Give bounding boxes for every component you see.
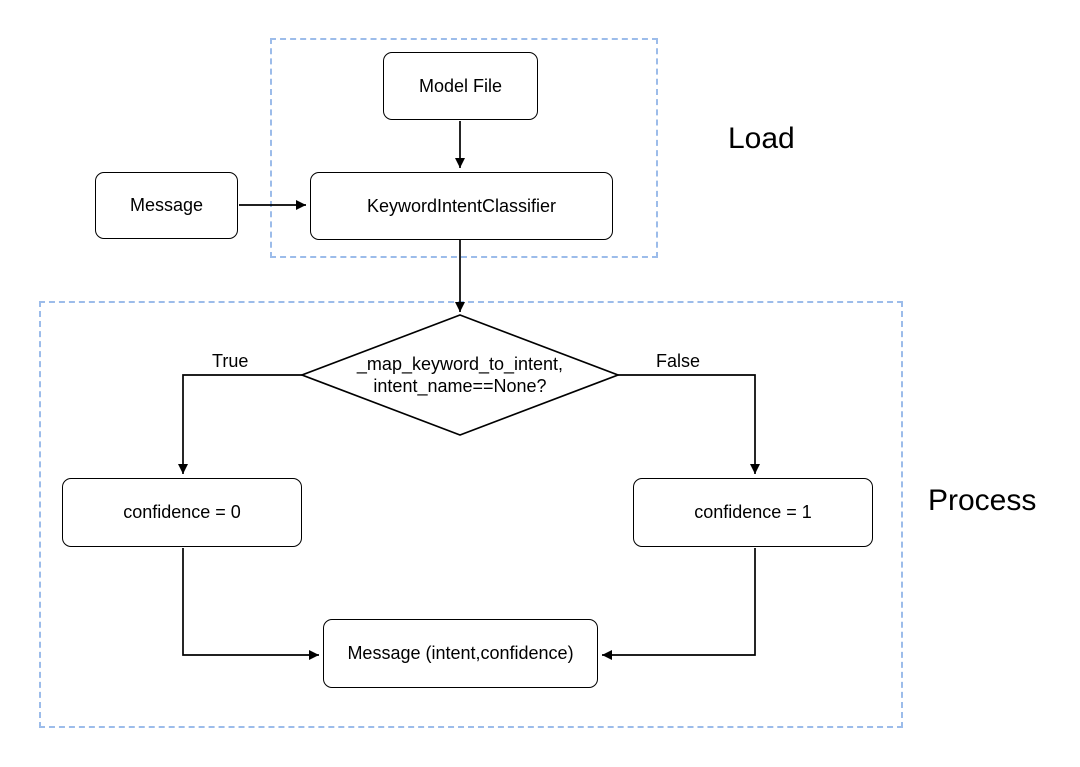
node-keyword-intent-classifier-label: KeywordIntentClassifier — [366, 195, 557, 216]
edge-decision-false-to-confidence1 — [618, 374, 760, 474]
decision-label-line2: intent_name==None? — [373, 376, 547, 396]
node-model-file: Model File — [383, 52, 538, 120]
node-message-input: Message — [95, 172, 238, 239]
node-message-output: Message (intent,confidence) — [323, 619, 598, 688]
edge-label-false: False — [654, 351, 703, 372]
node-confidence-zero-label: confidence = 0 — [123, 502, 241, 523]
node-keyword-intent-classifier: KeywordIntentClassifier — [310, 172, 613, 240]
node-message-output-label: Message (intent,confidence) — [347, 643, 574, 664]
node-confidence-one-label: confidence = 1 — [694, 502, 812, 523]
edge-decision-true-to-confidence0 — [178, 374, 302, 474]
decision-label-line1: _map_keyword_to_intent, — [356, 353, 564, 374]
edge-confidence0-to-messageout — [182, 548, 319, 660]
edge-confidence1-to-messageout — [602, 548, 756, 660]
node-confidence-zero: confidence = 0 — [62, 478, 302, 547]
load-group-label: Load — [728, 122, 795, 155]
node-model-file-label: Model File — [418, 75, 503, 96]
node-message-input-label: Message — [129, 195, 204, 216]
load-group-box — [270, 38, 658, 258]
decision-diamond-shape — [299, 314, 621, 436]
process-group-label: Process — [928, 484, 1037, 517]
node-confidence-one: confidence = 1 — [633, 478, 873, 547]
decision-diamond-label: _map_keyword_to_intent, intent_name==Non… — [330, 340, 590, 410]
process-group-box — [39, 301, 903, 728]
edge-label-true: True — [210, 351, 251, 372]
